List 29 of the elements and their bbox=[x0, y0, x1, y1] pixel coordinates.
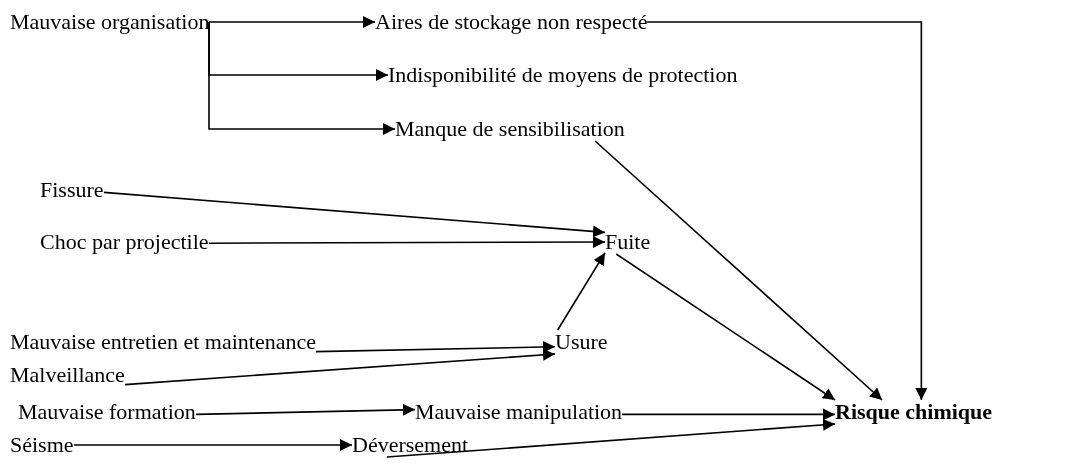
node-text: Aires de stockage non respecté bbox=[375, 10, 648, 34]
node-text: Risque chimique bbox=[835, 400, 993, 424]
arrow bbox=[208, 21, 396, 135]
arrow bbox=[315, 341, 556, 354]
node-text: Mauvaise formation bbox=[18, 400, 196, 424]
node-text: Mauvaise entretien et maintenance bbox=[10, 330, 317, 354]
node-text: Fuite bbox=[605, 230, 651, 254]
arrow bbox=[208, 236, 606, 249]
node-text: Malveillance bbox=[10, 363, 125, 387]
arrow bbox=[594, 140, 883, 401]
arrow bbox=[615, 253, 836, 401]
arrow bbox=[103, 191, 606, 238]
arrow bbox=[556, 252, 606, 331]
node-text: Usure bbox=[555, 330, 608, 354]
node-text: Mauvaise organisation bbox=[10, 10, 210, 34]
arrow bbox=[386, 418, 836, 458]
node-text: Choc par projectile bbox=[40, 230, 209, 254]
node-text: Séisme bbox=[10, 433, 74, 457]
node-text: Indisponibilité de moyens de protection bbox=[388, 63, 738, 87]
arrow bbox=[646, 21, 928, 401]
node-text: Déversement bbox=[352, 433, 469, 457]
arrow bbox=[195, 403, 416, 416]
arrow bbox=[208, 16, 376, 28]
arrow bbox=[621, 408, 836, 421]
node-text: Manque de sensibilisation bbox=[395, 117, 625, 141]
arrow bbox=[124, 348, 556, 386]
node-text: Mauvaise manipulation bbox=[415, 400, 623, 424]
node-text: Fissure bbox=[40, 178, 104, 202]
arrow bbox=[73, 439, 353, 451]
